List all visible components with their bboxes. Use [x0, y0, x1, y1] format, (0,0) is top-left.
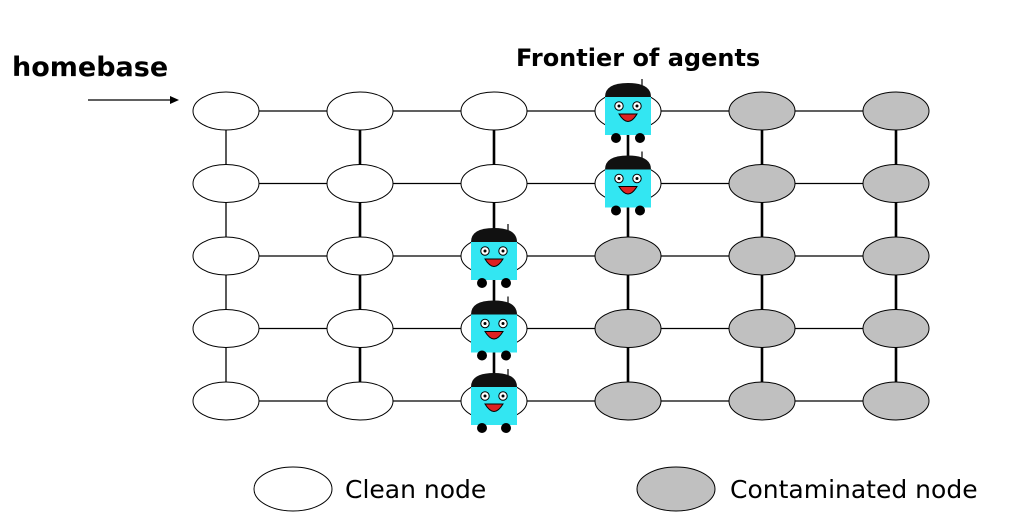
agent-foot: [611, 133, 621, 143]
clean-node: [460, 91, 528, 131]
contaminated-node: [862, 91, 930, 131]
clean-node: [326, 381, 394, 421]
agent-icon: [471, 224, 517, 288]
agent-icon: [471, 296, 517, 361]
clean-node: [326, 91, 394, 131]
clean-node: [460, 164, 528, 203]
agent-foot: [635, 205, 645, 216]
legend-contaminated-label: Contaminated node: [730, 475, 978, 504]
agent-mouth: [618, 186, 638, 195]
contaminated-node: [862, 381, 930, 421]
clean-node: [192, 309, 260, 348]
homebase-arrow: [88, 96, 179, 104]
agent-foot: [501, 423, 511, 433]
contaminated-node: [728, 91, 796, 131]
contaminated-node: [862, 164, 930, 203]
agent-pupil: [501, 249, 505, 253]
agent-foot: [477, 423, 487, 433]
agent-pupil: [617, 104, 621, 108]
agent-mouth: [618, 113, 638, 122]
agent-pupil: [483, 322, 487, 325]
homebase-label: homebase: [12, 52, 168, 83]
contaminated-node: [728, 164, 796, 203]
contaminated-node: [862, 309, 930, 348]
agent-pupil: [483, 249, 487, 253]
legend-contaminated-node-swatch: [636, 466, 716, 512]
agent-foot: [501, 350, 511, 361]
clean-node: [326, 164, 394, 203]
contaminated-node: [594, 381, 662, 421]
clean-node: [192, 91, 260, 131]
agent-foot: [477, 350, 487, 361]
contaminated-node: [594, 236, 662, 276]
contaminated-node: [728, 381, 796, 421]
agent-pupil: [617, 177, 621, 180]
agent-foot: [477, 278, 487, 288]
agent-foot: [635, 133, 645, 143]
agents-layer: [471, 79, 651, 433]
clean-node: [192, 164, 260, 203]
contaminated-node: [594, 309, 662, 348]
agent-pupil: [501, 394, 505, 398]
legend-clean-node-swatch: [253, 466, 333, 512]
agent-icon: [605, 79, 651, 143]
agent-mouth: [484, 403, 504, 412]
agent-icon: [605, 151, 651, 216]
clean-node: [326, 309, 394, 348]
agent-mouth: [484, 258, 504, 267]
clean-node: [192, 381, 260, 421]
agent-icon: [471, 369, 517, 433]
agent-pupil: [501, 322, 505, 325]
grid-nodes: [192, 91, 930, 421]
contaminated-node: [728, 236, 796, 276]
legend-clean-label: Clean node: [345, 475, 486, 504]
clean-node: [192, 236, 260, 276]
clean-node: [326, 236, 394, 276]
contaminated-node: [728, 309, 796, 348]
frontier-label: Frontier of agents: [516, 44, 760, 72]
agent-mouth: [484, 331, 504, 340]
agent-pupil: [635, 177, 639, 180]
agent-foot: [501, 278, 511, 288]
legend: Clean node Contaminated node: [253, 466, 978, 512]
contaminated-node: [862, 236, 930, 276]
agent-foot: [611, 205, 621, 216]
agent-pupil: [635, 104, 639, 108]
agent-pupil: [483, 394, 487, 398]
